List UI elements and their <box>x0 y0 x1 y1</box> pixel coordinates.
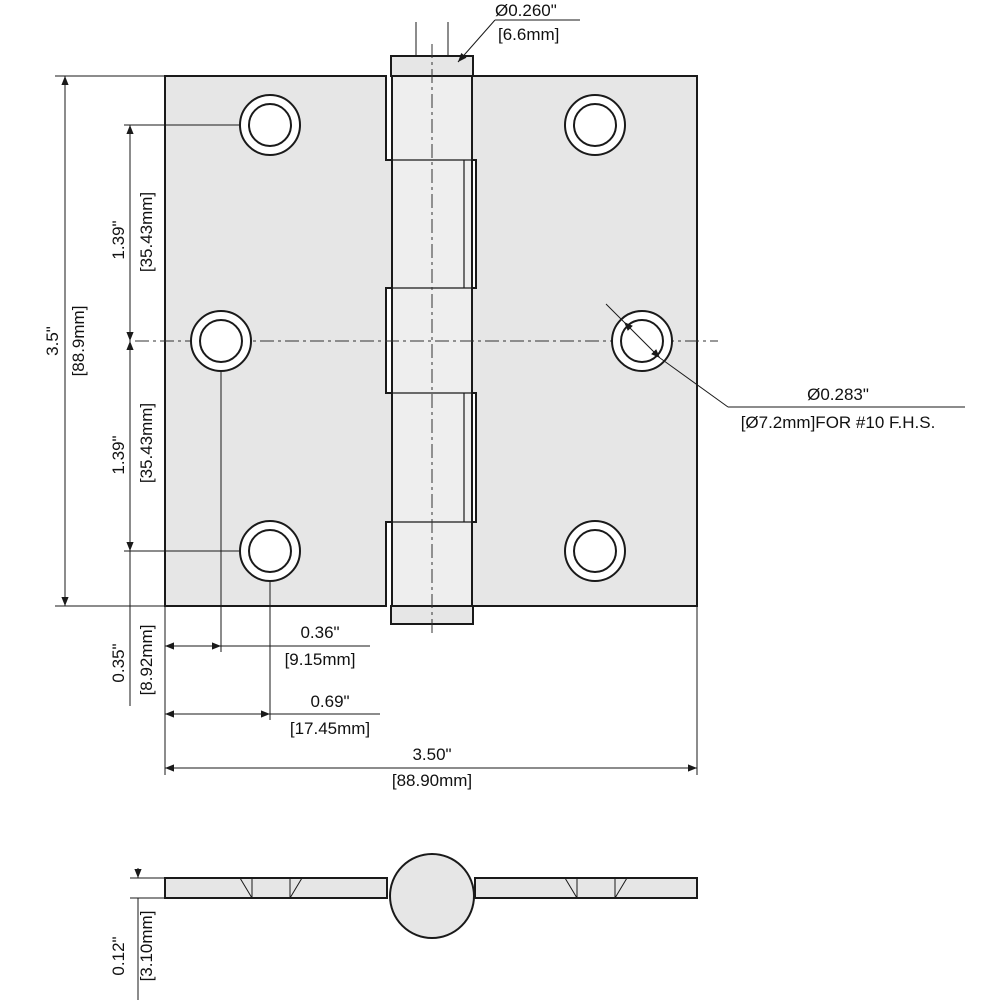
thickness-metric: [3.10mm] <box>137 911 156 982</box>
screw-hole-middle-left <box>190 310 252 372</box>
dimension-lines <box>55 19 965 1000</box>
thickness-imperial: 0.12" <box>109 936 128 975</box>
screw-hole-bottom-left <box>239 520 301 582</box>
screw-hole-bottom-right <box>564 520 626 582</box>
side-right-leaf <box>474 877 698 899</box>
overall-width-imperial: 3.50" <box>412 745 451 764</box>
hinge-side-view <box>164 853 698 939</box>
hinge-front-view <box>135 44 718 636</box>
overall-height-metric: [88.9mm] <box>69 306 88 377</box>
bottom-offset-metric: [8.92mm] <box>137 625 156 696</box>
hole-diameter-imperial: Ø0.283" <box>807 385 869 404</box>
middle-hole-offset-metric: [9.15mm] <box>285 650 356 669</box>
screw-hole-top-left <box>239 94 301 156</box>
hole-spacing-lower-imperial: 1.39" <box>109 435 128 474</box>
hole-spacing-upper-imperial: 1.39" <box>109 220 128 259</box>
hole-diameter-metric: [Ø7.2mm]FOR #10 F.H.S. <box>741 413 936 432</box>
middle-hole-offset-imperial: 0.36" <box>300 623 339 642</box>
hole-spacing-upper-metric: [35.43mm] <box>137 192 156 272</box>
outer-hole-offset-metric: [17.45mm] <box>290 719 370 738</box>
dimension-labels: Ø0.260" [6.6mm] 3.5" [88.9mm] 1.39" [35.… <box>43 1 935 981</box>
hole-spacing-lower-metric: [35.43mm] <box>137 403 156 483</box>
pin-diameter-imperial: Ø0.260" <box>495 1 557 20</box>
screw-hole-middle-right <box>611 310 673 372</box>
side-left-leaf <box>164 877 388 899</box>
outer-hole-offset-imperial: 0.69" <box>310 692 349 711</box>
screw-hole-top-right <box>564 94 626 156</box>
overall-height-imperial: 3.5" <box>43 326 62 356</box>
bottom-offset-imperial: 0.35" <box>109 643 128 682</box>
side-knuckle <box>389 853 475 939</box>
overall-width-metric: [88.90mm] <box>392 771 472 790</box>
pin-diameter-metric: [6.6mm] <box>498 25 559 44</box>
